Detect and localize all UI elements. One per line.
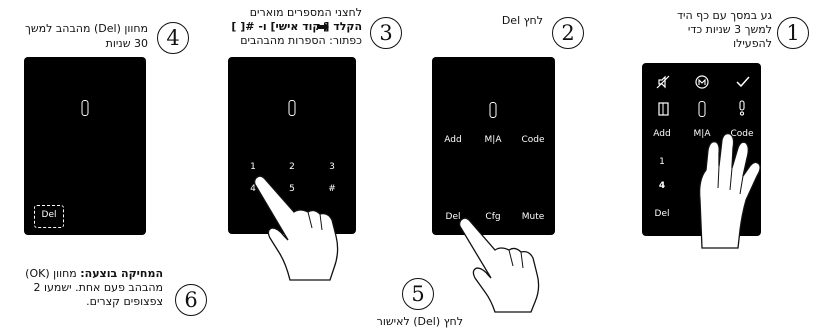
cfg-key[interactable]: Cfg [485, 212, 501, 222]
mute-key[interactable]: Mute [521, 212, 545, 222]
step-6-number: 6 [175, 284, 207, 316]
step-6-text-line-3: צפצופים קצרים. [86, 295, 163, 308]
step-3-text-line-2-content: הקלד [ קוד אישי] ו- #[ ] [231, 20, 362, 33]
key-hash[interactable]: # [328, 184, 336, 194]
step-3-text-line-2: הקלד [ קוד אישי] ו- #[ ] [231, 20, 362, 34]
add-key[interactable]: Add [444, 135, 462, 145]
step-1-number: 1 [777, 17, 809, 49]
del-highlight-box [34, 205, 64, 228]
key-5[interactable]: 5 [289, 184, 295, 194]
mute-icon [656, 75, 670, 89]
pointing-hand-panel-2 [458, 217, 540, 313]
step-4-text-line-2: 30 שניות [105, 37, 148, 50]
step-5-text-line-1: לחץ (Del) לאישור [376, 315, 463, 328]
ma-key[interactable]: M|A [693, 129, 711, 139]
key-2[interactable]: 2 [289, 162, 295, 172]
del-key[interactable]: Del [445, 212, 461, 222]
slot-icon [288, 100, 296, 116]
step-4-number: 4 [157, 22, 189, 54]
step-5-number: 5 [402, 278, 434, 310]
panel-step-2: Add M|A Code Del Cfg Mute [432, 57, 555, 235]
key-1[interactable]: 1 [659, 157, 665, 167]
step-1-text-line-3: להפעילו [733, 37, 772, 50]
door-icon [658, 102, 669, 116]
check-icon [736, 76, 750, 88]
arrow-right-icon [317, 22, 329, 32]
exclamation-icon [739, 100, 745, 116]
panel-step-3: 1 2 3 4 5 # [228, 57, 356, 234]
step-2-text-line-1: לחץ Del [501, 14, 543, 27]
step-3-text-line-1: לחצני המספרים מוארים [249, 6, 362, 19]
m-icon [695, 75, 709, 89]
add-key[interactable]: Add [653, 129, 671, 139]
del-key[interactable]: Del [654, 209, 670, 219]
key-4[interactable]: 4 [250, 184, 256, 194]
step-6-text-line-1-content: מחוון (OK) [25, 267, 77, 280]
ma-key[interactable]: M|A [484, 135, 502, 145]
palm-hand-illustration [698, 132, 761, 249]
panel-step-4: Del [24, 57, 146, 235]
step-3-number: 3 [370, 17, 402, 49]
slot-icon [81, 100, 89, 116]
key-4[interactable]: 4 [658, 181, 666, 191]
step-6-bold-prefix: המחיקה בוצעה: [80, 267, 163, 280]
step-2-number: 2 [552, 17, 584, 49]
step-6-text-line-1: המחיקה בוצעה: מחוון (OK) [25, 267, 163, 281]
step-1-text-line-2: למשך 3 שניות כדי [687, 23, 772, 36]
slot-icon [698, 101, 706, 117]
key-1[interactable]: 1 [250, 162, 256, 172]
step-6-text-line-2: מהבהב פעם אחת. ישמעו 2 [33, 281, 163, 294]
code-key[interactable]: Code [521, 135, 545, 145]
step-4-text-line-1: מחוון (Del) מהבהב למשך [24, 22, 148, 35]
slot-icon [489, 102, 497, 118]
step-3-text-line-3: כפתור: הספרות מהבהבים [240, 34, 362, 47]
pointing-hand-panel-3 [253, 175, 339, 281]
code-key[interactable]: Code [730, 129, 754, 139]
step-1-text-line-1: גע במסך עם כף היד [677, 9, 772, 22]
del-key[interactable]: Del [41, 210, 57, 220]
key-3[interactable]: 3 [329, 162, 335, 172]
